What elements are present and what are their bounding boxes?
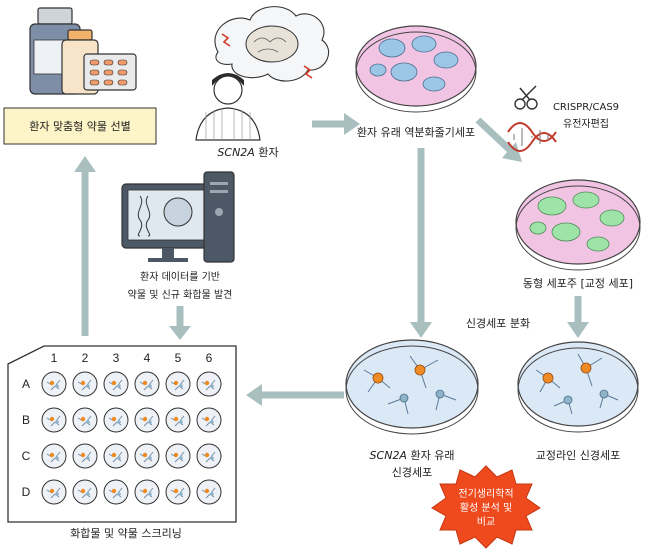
arrowhead-patient-to-ipsc bbox=[344, 113, 360, 135]
analysis-burst bbox=[431, 465, 541, 549]
plate-row-label: B bbox=[22, 413, 30, 427]
burst-label-line2: 활성 분석 및 bbox=[460, 501, 512, 514]
plate-well bbox=[41, 371, 67, 397]
medicine-icon bbox=[29, 7, 137, 95]
dna-scissors-icon bbox=[507, 85, 557, 152]
crispr-label-line2: 유전자편집 bbox=[563, 118, 609, 130]
plate-well bbox=[165, 443, 191, 469]
plate-well bbox=[103, 407, 129, 433]
plate-well bbox=[103, 443, 129, 469]
plate-column-label: 5 bbox=[175, 351, 182, 365]
drug-selection-box bbox=[3, 107, 157, 145]
patient-word-label: 환자 bbox=[255, 146, 279, 159]
plate-well bbox=[41, 443, 67, 469]
plate-well bbox=[72, 443, 98, 469]
crispr-label-line1: CRISPR/CAS9 bbox=[553, 102, 619, 113]
plate-well bbox=[196, 371, 222, 397]
patient-neuron-dish bbox=[345, 339, 479, 435]
patient-neuron-label-line2: 신경세포 bbox=[392, 466, 432, 479]
data-label-line1: 환자 데이터를 기반 bbox=[140, 271, 220, 283]
corrected-neuron-dish bbox=[517, 341, 639, 433]
isogenic-dish bbox=[515, 179, 641, 271]
plate-well bbox=[196, 407, 222, 433]
burst-label-line1: 전기생리학적 bbox=[458, 488, 513, 500]
plate-column-label: 6 bbox=[206, 351, 213, 365]
plate-well bbox=[103, 479, 129, 505]
plate-well bbox=[103, 371, 129, 397]
ipsc-label: 환자 유래 역분화줄기세포 bbox=[357, 126, 475, 139]
computer-icon bbox=[121, 171, 235, 263]
plate-well bbox=[72, 371, 98, 397]
plate-column-label: 1 bbox=[51, 351, 58, 365]
plate-row-label: D bbox=[22, 485, 31, 499]
plate-well bbox=[134, 443, 160, 469]
plate-well bbox=[41, 407, 67, 433]
arrowhead-plate-to-selection bbox=[74, 156, 96, 172]
well-plate: 1 2 3 4 5 6A B C D bbox=[7, 345, 237, 523]
plate-row-label: C bbox=[22, 449, 31, 463]
arrow-ipsc-to-crispr bbox=[475, 117, 513, 153]
plate-well bbox=[72, 407, 98, 433]
arrowhead-ipsc-to-patient-neuron bbox=[410, 322, 432, 338]
burst-label-line3: 비교 bbox=[477, 516, 495, 528]
patient-gene-label: SCN2A bbox=[217, 146, 254, 159]
flow-arrows bbox=[74, 113, 589, 406]
plate-well bbox=[72, 479, 98, 505]
plate-well bbox=[134, 407, 160, 433]
arrowhead-neuron-to-plate bbox=[246, 384, 262, 406]
patient-neuron-rest-label: 환자 유래 bbox=[407, 449, 454, 462]
plate-well bbox=[165, 407, 191, 433]
patient-label: SCN2A 환자 bbox=[217, 146, 278, 159]
data-label-line2: 약물 및 신규 화합물 발견 bbox=[128, 289, 233, 301]
drug-selection-label: 환자 맞춤형 약물 선별 bbox=[29, 119, 131, 133]
plate-well bbox=[165, 479, 191, 505]
plate-well bbox=[165, 371, 191, 397]
arrowhead-data-to-plate bbox=[169, 326, 191, 340]
corrected-neuron-label: 교정라인 신경세포 bbox=[536, 449, 620, 462]
plate-well bbox=[196, 479, 222, 505]
patient-icon bbox=[195, 6, 330, 141]
plate-well bbox=[196, 443, 222, 469]
screening-label: 화합물 및 약물 스크리닝 bbox=[70, 526, 182, 540]
plate-column-label: 4 bbox=[144, 351, 151, 365]
plate-column-label: 2 bbox=[82, 351, 89, 365]
patient-neuron-gene-label: SCN2A bbox=[370, 449, 407, 462]
plate-row-label: A bbox=[22, 377, 30, 391]
plate-well bbox=[134, 479, 160, 505]
patient-neuron-label-line1: SCN2A 환자 유래 bbox=[370, 449, 455, 462]
isogenic-label: 동형 세포주 [교정 세포] bbox=[523, 277, 633, 290]
arrowhead-ipsc-to-crispr bbox=[502, 142, 522, 162]
plate-well bbox=[134, 371, 160, 397]
plate-well bbox=[41, 479, 67, 505]
neuron-diff-label: 신경세포 분화 bbox=[466, 317, 530, 330]
ipsc-dish bbox=[355, 25, 477, 113]
plate-column-label: 3 bbox=[113, 351, 120, 365]
arrowhead-isogenic-to-corrected bbox=[567, 322, 589, 338]
